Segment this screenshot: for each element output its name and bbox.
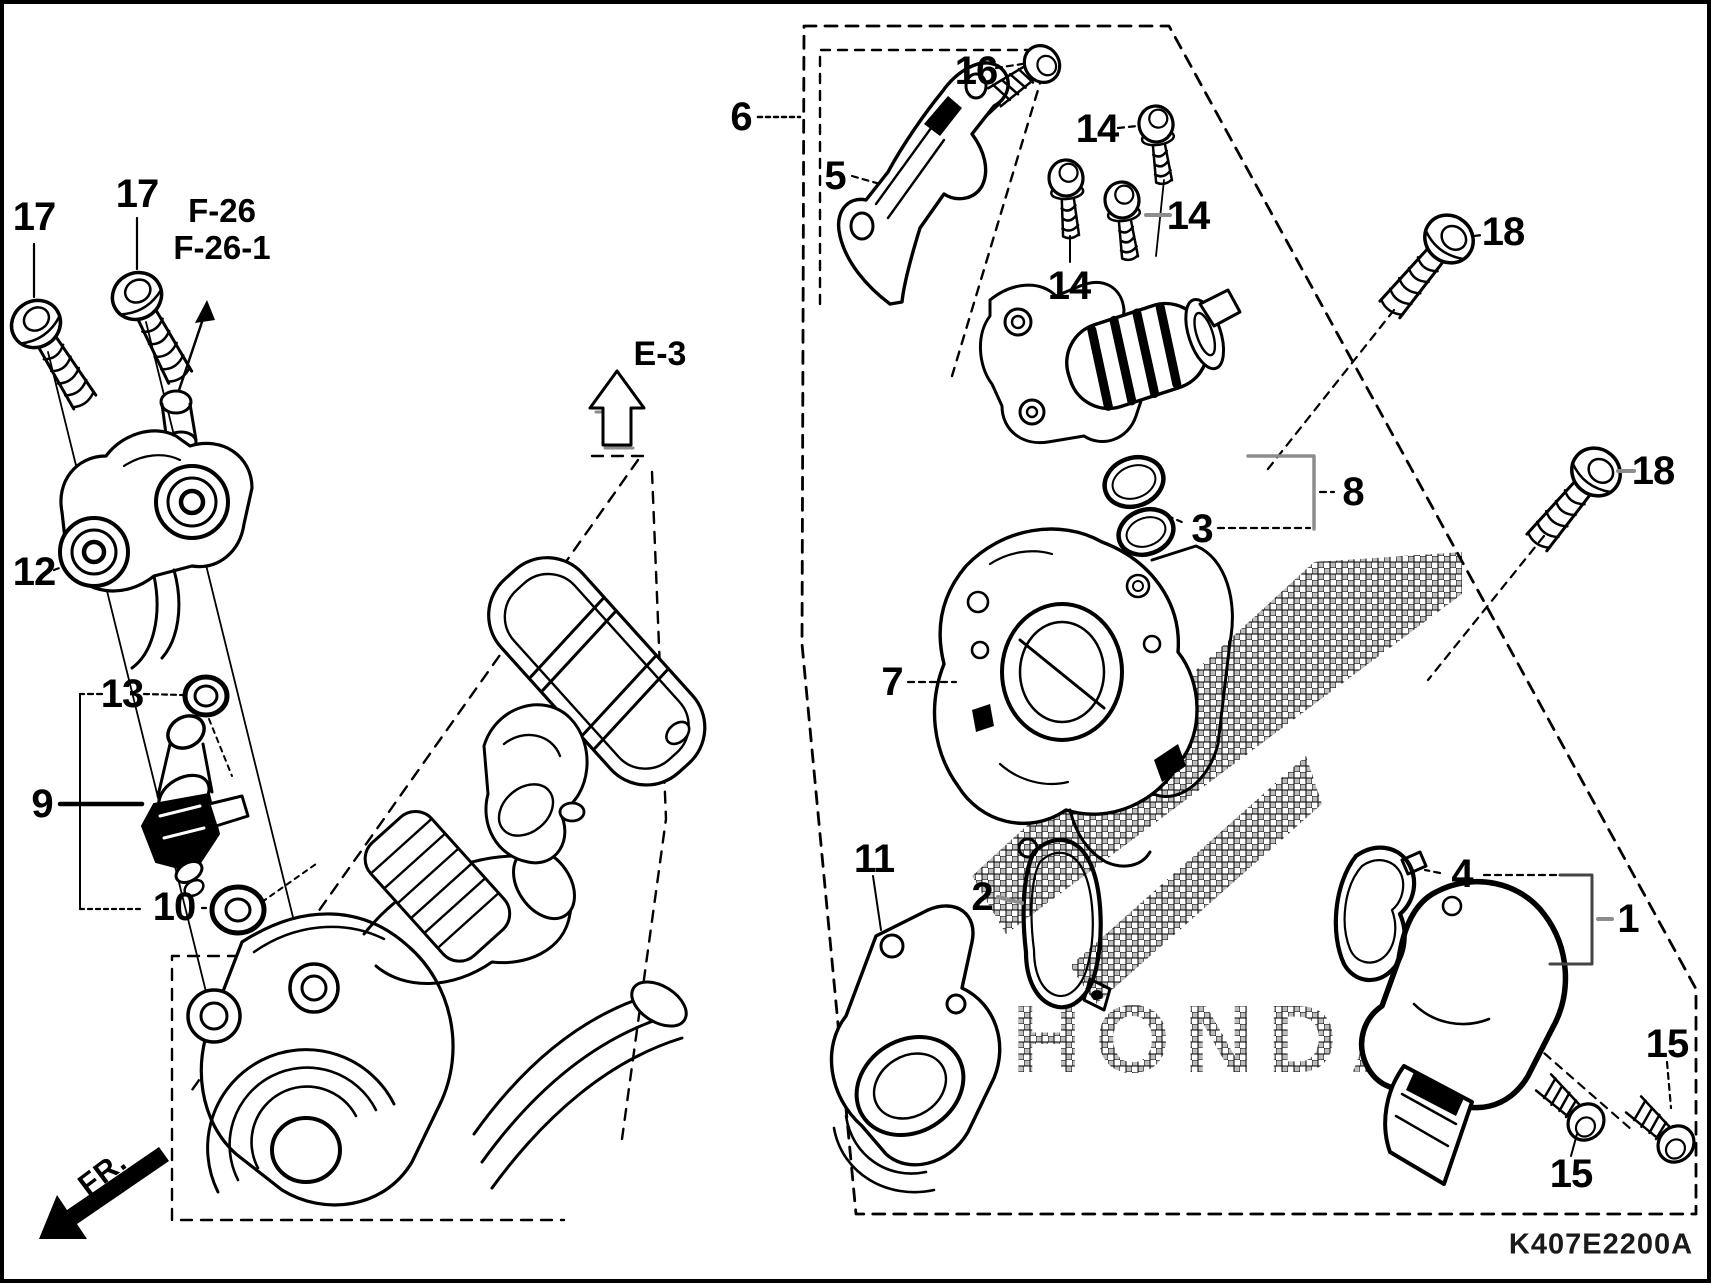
washer-bolt-14-top xyxy=(1135,102,1183,188)
part-number-label: 16 xyxy=(954,49,998,93)
washer-bolt-14-middle xyxy=(1101,178,1149,264)
part-number-label: 3 xyxy=(1191,507,1213,551)
part-number-label: 9 xyxy=(31,782,53,826)
o-ring-set-3 xyxy=(1102,454,1176,558)
part-number-label: 7 xyxy=(881,660,903,704)
part-number-label: 14 xyxy=(1075,107,1119,151)
screw-15-left xyxy=(1529,1066,1613,1150)
part-number-label: 18 xyxy=(1481,210,1525,254)
washer-bolt-14-left xyxy=(1045,156,1090,242)
part-number-label: 4 xyxy=(1451,852,1473,896)
part-number-label: 6 xyxy=(730,95,752,139)
flange-bolt-17-left xyxy=(4,289,109,418)
gasket-2 xyxy=(1017,837,1112,1012)
label-leaders-left xyxy=(32,216,882,931)
seal-ring-10 xyxy=(209,884,267,936)
watermark-text: HONDA xyxy=(1012,986,1434,1093)
section-arrow-label: E-3 xyxy=(633,335,687,373)
part-number-label: 10 xyxy=(152,885,196,929)
seal-4 xyxy=(1333,845,1428,983)
part-number-label: 18 xyxy=(1631,449,1675,493)
part-number-label: 13 xyxy=(100,672,144,716)
injector-joint-12 xyxy=(58,389,254,670)
part-number-label: 2 xyxy=(971,875,993,919)
screw-15-right xyxy=(1619,1088,1703,1172)
part-number-label: 15 xyxy=(1549,1152,1593,1196)
exploded-parts-drawing: HONDA xyxy=(4,24,1703,1239)
sensor-1 xyxy=(1358,878,1569,1186)
part-number-label: 14 xyxy=(1166,194,1210,238)
label-leaders-right xyxy=(756,62,1673,1157)
bolt-18-lower xyxy=(1515,436,1632,562)
stay-bracket-5 xyxy=(837,61,1010,306)
part-number-label: 17 xyxy=(115,172,159,216)
iacv-valve-assembly xyxy=(978,280,1242,445)
fiche-ref-line2: F-26-1 xyxy=(173,229,271,266)
o-ring-13 xyxy=(182,674,230,718)
air-cleaner-parts xyxy=(363,556,707,963)
throttle-body-7 xyxy=(932,527,1234,868)
front-direction-arrow-icon xyxy=(39,1147,169,1239)
part-number-label: 1 xyxy=(1617,897,1639,941)
part-number-label: 5 xyxy=(824,154,846,198)
part-number-label: 14 xyxy=(1047,264,1091,308)
part-number-label: 17 xyxy=(12,195,56,239)
part-number-label: 8 xyxy=(1342,470,1364,514)
bolt-18-upper xyxy=(1368,203,1485,329)
part-number-label: 12 xyxy=(12,550,56,594)
fiche-reference-label: F-26 F-26-1 xyxy=(173,192,271,267)
e3-up-arrow-icon xyxy=(588,369,646,450)
fuel-injector-9 xyxy=(141,714,250,898)
flange-bolt-17-right xyxy=(102,262,205,392)
part-number-label: 15 xyxy=(1645,1022,1689,1066)
diagram-code: K407E2200A xyxy=(1508,1228,1694,1261)
fiche-ref-line1: F-26 xyxy=(188,192,256,230)
part-number-label: 11 xyxy=(853,837,895,881)
intake-manifold xyxy=(186,847,688,1207)
insulator-11 xyxy=(829,904,1002,1194)
